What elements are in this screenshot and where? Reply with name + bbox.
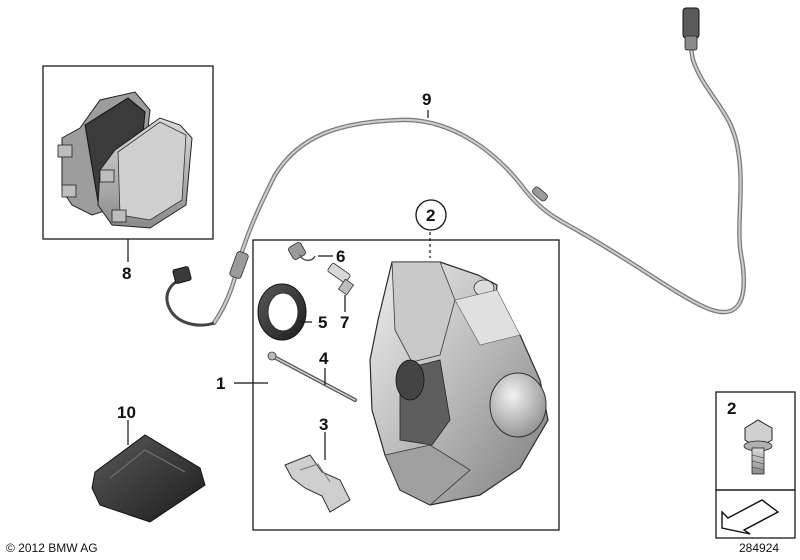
callout-8: 8	[122, 264, 131, 283]
callout-9: 9	[422, 90, 431, 109]
caliper-bolt	[743, 419, 773, 475]
callout-3: 3	[319, 415, 328, 434]
caliper-seal-ring	[257, 283, 307, 341]
callout-7: 7	[340, 313, 349, 332]
callout-2-inset: 2	[727, 399, 736, 418]
callout-6: 6	[336, 247, 345, 266]
leader-lines	[127, 110, 431, 460]
grease-packet	[91, 434, 206, 523]
callout-2: 2	[426, 206, 435, 225]
guide-pin	[267, 351, 357, 402]
caliper-assembly-frame	[252, 239, 560, 531]
copyright-text: © 2012 BMW AG	[6, 541, 98, 555]
brake-pads-set	[57, 91, 193, 229]
callout-circle-2	[415, 199, 447, 231]
bleeder-cap	[288, 242, 316, 262]
bleeder-screw	[327, 262, 355, 296]
callout-4: 4	[319, 349, 329, 368]
direction-arrow-icon	[721, 499, 780, 535]
brake-wear-sensor-cable	[165, 7, 747, 327]
reference-number: 284924	[739, 541, 780, 555]
callout-10: 10	[117, 403, 136, 422]
callout-1: 1	[216, 374, 225, 393]
anti-rattle-spring	[284, 454, 351, 513]
direction-arrow-frame	[715, 489, 796, 539]
brake-caliper	[369, 261, 549, 506]
callout-5: 5	[318, 313, 327, 332]
